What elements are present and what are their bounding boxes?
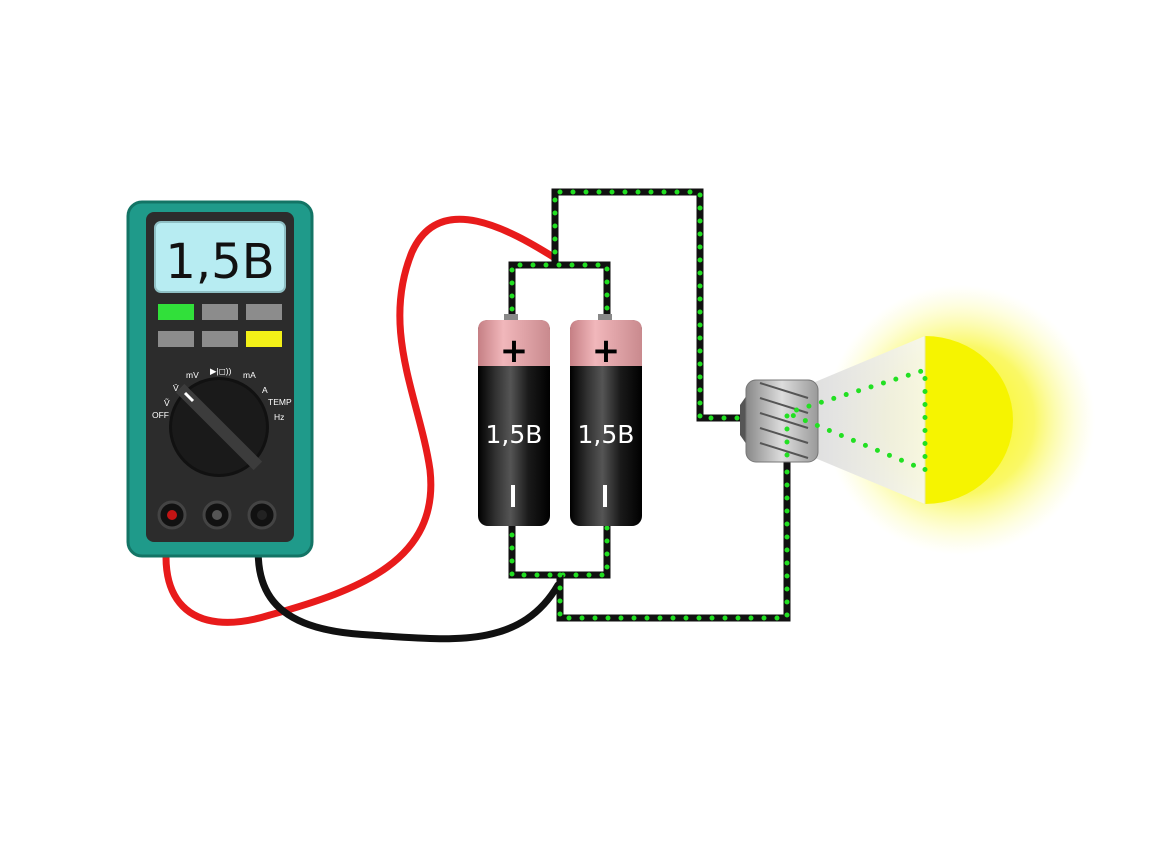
button-3[interactable] <box>246 304 282 320</box>
battery-right-plus: + <box>592 331 621 371</box>
battery-left: + 1,5B <box>478 314 550 526</box>
light-bulb <box>740 336 1013 504</box>
button-2[interactable] <box>202 304 238 320</box>
battery-right: + 1,5B <box>570 314 642 526</box>
dial-label-a: A <box>262 385 268 395</box>
dial-label-hz: Hz <box>274 412 284 422</box>
bulb-filament-current <box>784 366 928 474</box>
button-1[interactable] <box>158 304 194 320</box>
circuit-wires <box>508 188 791 622</box>
black-probe-wire <box>254 511 562 643</box>
dial-label-ma: mA <box>243 370 256 380</box>
multimeter-reading: 1,5B <box>165 234 274 290</box>
button-4[interactable] <box>158 331 194 347</box>
dial-label-mv: mV <box>186 370 199 380</box>
multimeter-lcd <box>154 221 286 293</box>
dial-label-v-ac: Ṽ <box>164 398 170 408</box>
battery-right-label: 1,5B <box>578 420 635 449</box>
red-probe-wire <box>162 215 559 626</box>
multimeter: 1,5B OFF Ṽ V̄ mV ▶|◻)) mA A TEMP Hz <box>126 200 314 558</box>
dial-labels: OFF Ṽ V̄ mV ▶|◻)) mA A TEMP Hz <box>152 366 292 422</box>
probe-jacks <box>157 500 277 530</box>
dial-label-diode: ▶|◻)) <box>210 366 232 376</box>
dial-label-off: OFF <box>152 410 169 420</box>
dial-label-v-dc: V̄ <box>173 383 179 393</box>
dial-label-temp: TEMP <box>268 397 292 407</box>
button-6[interactable] <box>246 331 282 347</box>
battery-left-plus: + <box>500 331 529 371</box>
bulb-glass-neck <box>815 336 925 504</box>
button-5[interactable] <box>202 331 238 347</box>
rotary-dial[interactable] <box>169 377 269 477</box>
bulb-globe <box>925 336 1013 504</box>
battery-left-label: 1,5B <box>486 420 543 449</box>
